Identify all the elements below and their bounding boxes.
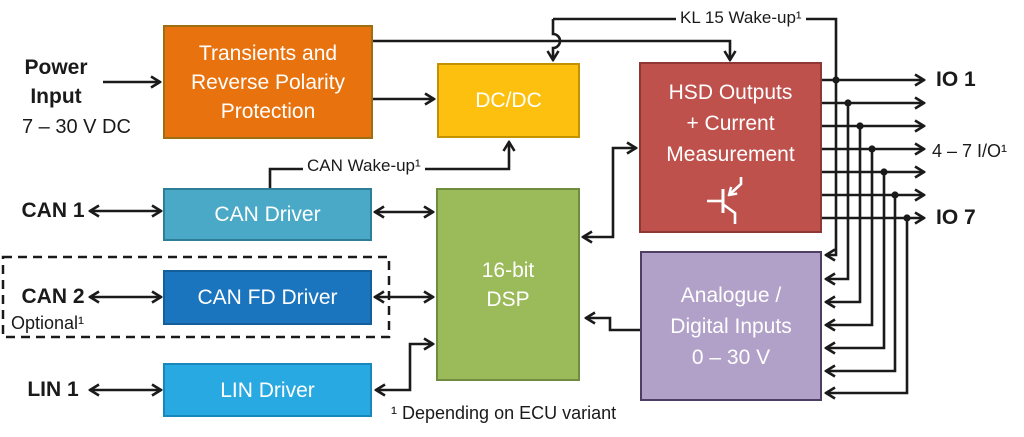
power-input-label: Power [24,56,88,79]
junction-dot [880,168,888,176]
block-label-line: + Current [686,112,775,135]
block-label-line: Reverse Polarity [190,70,346,94]
io7-port-label: IO 7 [936,206,976,229]
wire-analog-dsp [586,318,641,332]
block-dcdc-converter: DC/DC [437,63,580,138]
lin1-port-label: LIN 1 [27,378,79,401]
block-label-line: HSD Outputs [668,81,793,104]
block-label-line: DSP [486,287,530,311]
wire-dsp-hsd [583,148,636,237]
power-input-label: Input [30,85,82,108]
can1-port-label: CAN 1 [21,199,85,222]
block-label-line: Digital Inputs [670,314,792,338]
wire-lin-dsp [376,344,433,390]
wire-io6-analog [826,195,897,371]
wire-io2-analog [826,103,850,279]
transistor-icon [707,177,743,224]
junction-dot [891,191,899,199]
junction-dot [856,122,864,130]
block-label-line: 0 – 30 V [691,345,771,369]
kl15-wakeup-label: KL 15 Wake-up¹ [676,7,806,29]
block-can-driver: CAN Driver [163,188,372,241]
can-wakeup-label: CAN Wake-up¹ [303,155,425,177]
block-label-line: Transients and [198,41,338,65]
junction-dot [868,145,876,153]
junction-dot [903,214,911,222]
junction-dot [844,99,852,107]
block-lin-driver: LIN Driver [163,363,372,417]
block-analogue-digital-inputs: Analogue / Digital Inputs 0 – 30 V [640,251,822,401]
junction-dot [832,76,840,84]
block-label-line: LIN Driver [220,378,315,402]
wire-io3-analog [826,126,862,302]
wire-io4-analog [826,149,874,325]
footnote-label: ¹ Depending on ECU variant [391,403,617,423]
can2-port-label: CAN 2 [21,285,85,308]
block-label-line: CAN FD Driver [197,286,338,309]
power-voltage-range-label: 7 – 30 V DC [22,116,131,138]
block-label-line: CAN Driver [214,203,321,226]
io4-7-port-label: 4 – 7 I/O¹ [932,141,1008,161]
block-label-line: DC/DC [475,89,542,112]
wire-io5-analog [826,172,886,348]
block-transients-reverse-polarity-protection: Transients and Reverse Polarity Protecti… [163,25,373,139]
io1-port-label: IO 1 [936,68,976,91]
wire-kl15-dcdc-drop [553,19,562,60]
block-label-line: Protection [220,99,316,123]
block-label-line: 16-bit [481,258,535,282]
block-label-line: Analogue / [680,283,782,307]
block-label-line: Measurement [666,143,795,166]
block-hsd-outputs: HSD Outputs + Current Measurement [639,62,822,233]
block-can-fd-driver: CAN FD Driver [163,270,372,325]
wire-protection-hsd [373,39,730,60]
block-16bit-dsp: 16-bit DSP [436,188,580,381]
wire-io7-analog [826,218,909,393]
optional-note-label: Optional¹ [11,313,85,333]
